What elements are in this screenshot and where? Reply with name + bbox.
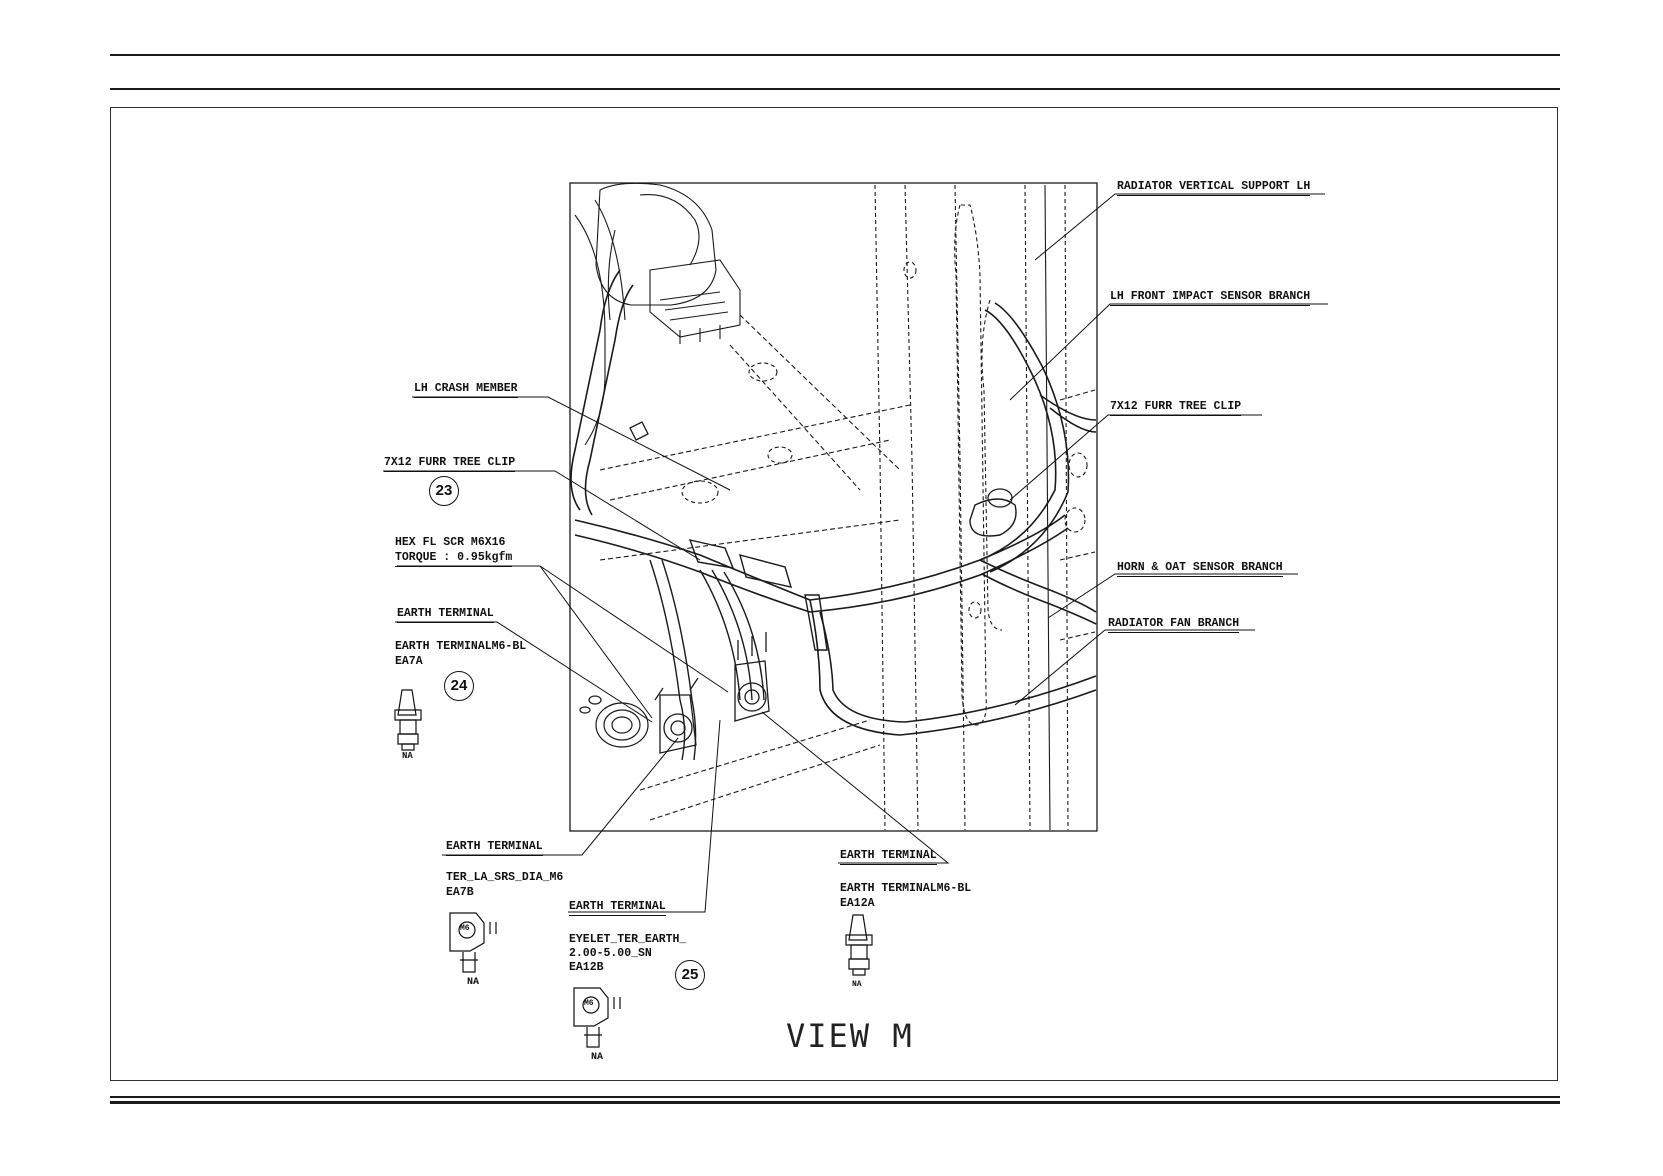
item-number-23: 23 xyxy=(429,476,459,506)
label-earth-terminal-c: EARTH TERMINAL xyxy=(569,900,666,916)
label-earth-terminal-c-part1: EYELET_TER_EARTH_ xyxy=(569,933,687,946)
label-earth-terminal-b-code: EA7B xyxy=(446,886,474,899)
na-label-ea7b: NA xyxy=(467,977,480,988)
label-radiator-fan-branch: RADIATOR FAN BRANCH xyxy=(1108,617,1240,633)
label-horn-oat-sensor-branch: HORN & OAT SENSOR BRANCH xyxy=(1117,561,1283,577)
radiator-vertical-support-solid xyxy=(1044,184,1051,831)
detail-view-border xyxy=(569,182,1098,832)
crash-member-lines xyxy=(599,314,1096,821)
label-earth-terminal-b: EARTH TERMINAL xyxy=(446,840,543,856)
label-earth-terminal-d-code: EA12A xyxy=(840,897,875,910)
ea12b-terminal-icon xyxy=(573,987,621,1048)
label-earth-terminal-a: EARTH TERMINAL xyxy=(397,607,494,623)
label-earth-terminal-b-part: TER_LA_SRS_DIA_M6 xyxy=(446,871,564,884)
label-radiator-vertical-support: RADIATOR VERTICAL SUPPORT LH xyxy=(1117,180,1311,196)
label-lh-front-impact-sensor-branch: LH FRONT IMPACT SENSOR BRANCH xyxy=(1110,290,1311,306)
na-label-ea12b: NA xyxy=(591,1052,604,1063)
na-label-ea12a: NA xyxy=(852,980,862,989)
footer-rule-thin xyxy=(110,1096,1560,1098)
label-furr-tree-clip-left: 7X12 FURR TREE CLIP xyxy=(384,456,516,472)
item-number-24: 24 xyxy=(444,671,474,701)
item-number-25: 25 xyxy=(675,960,705,990)
m6-tag-ea7b: M6 xyxy=(460,924,470,933)
harness-sleeves xyxy=(688,498,1017,651)
label-lh-crash-member: LH CRASH MEMBER xyxy=(414,382,518,398)
drawing-frame xyxy=(110,107,1558,1081)
label-earth-terminal-a-code: EA7A xyxy=(395,655,423,668)
label-earth-terminal-c-part2: 2.00-5.00_SN xyxy=(569,947,652,960)
earth-terminal-hardware-right xyxy=(734,632,770,722)
main-harness-bundle xyxy=(570,269,1097,736)
fan-connector-unit xyxy=(574,182,741,446)
earth-terminal-hardware-left xyxy=(654,677,699,754)
label-furr-tree-clip-right: 7X12 FURR TREE CLIP xyxy=(1110,400,1242,416)
na-label-ea7a: NA xyxy=(402,751,413,761)
label-earth-terminal-d-part: EARTH TERMINALM6-BL xyxy=(840,882,972,895)
ea7a-terminal-icon xyxy=(394,689,422,751)
label-hex-screw-line2: TORQUE : 0.95kgfm xyxy=(395,551,513,567)
label-earth-terminal-a-part: EARTH TERMINALM6-BL xyxy=(395,640,527,653)
view-title: VIEW M xyxy=(786,1017,914,1055)
footer-rule-thick xyxy=(110,1101,1560,1104)
label-earth-terminal-c-code: EA12B xyxy=(569,961,604,974)
grommet xyxy=(579,695,649,748)
clip-hardware xyxy=(629,421,1013,508)
header-rule-bottom xyxy=(110,88,1560,90)
radiator-vertical-support xyxy=(874,184,1069,831)
ea12a-terminal-icon xyxy=(845,914,873,976)
label-hex-screw-line1: HEX FL SCR M6X16 xyxy=(395,536,506,549)
header-rule-top xyxy=(110,54,1560,56)
ea7b-terminal-icon xyxy=(449,912,497,973)
m6-tag-ea12b: M6 xyxy=(584,999,594,1008)
label-earth-terminal-d: EARTH TERMINAL xyxy=(840,849,937,865)
panel-holes xyxy=(681,261,1088,619)
